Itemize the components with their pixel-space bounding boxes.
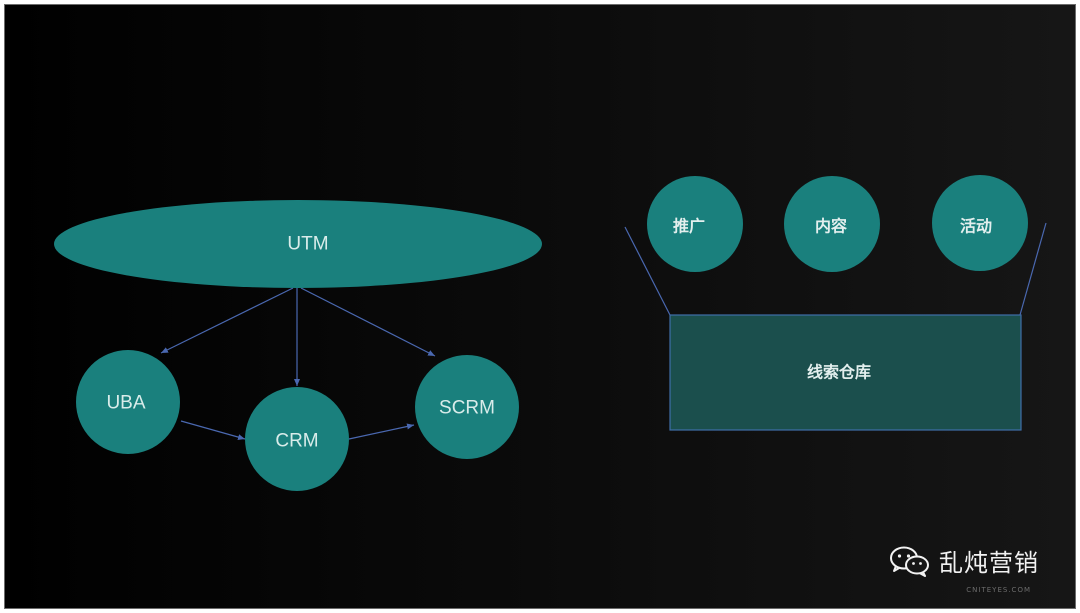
brand-signature: 乱炖营销: [889, 543, 1039, 578]
lead-warehouse-node: 线索仓库: [669, 314, 1022, 431]
activity-node: 活动: [932, 175, 1028, 271]
lead-warehouse-box: [669, 314, 1022, 431]
wechat-icon: [890, 546, 929, 577]
arrow-uba-to-crm: [180, 420, 246, 440]
funnel-right-line: [1019, 222, 1047, 316]
uba-node: UBA: [76, 350, 180, 454]
watermark-text: CNITEYES.COM: [966, 586, 1031, 594]
funnel-left-line: [624, 226, 671, 316]
content-node: 内容: [784, 176, 880, 272]
utm-ellipse: [54, 200, 542, 288]
lead-warehouse-label: 线索仓库: [807, 363, 871, 382]
uba-circle: [76, 350, 180, 454]
crm-circle: [245, 387, 349, 491]
promotion-node: 推广: [647, 176, 743, 272]
content-label: 内容: [815, 217, 847, 236]
arrow-utm-to-uba: [160, 287, 294, 354]
flow-diagram: UTM UBA CRM SCRM 推广 内容 活动: [54, 175, 1047, 491]
activity-label: 活动: [960, 217, 992, 236]
arrow-crm-to-scrm: [348, 423, 415, 440]
crm-node: CRM: [245, 387, 349, 491]
arrow-utm-to-scrm: [300, 287, 436, 357]
promotion-label: 推广: [673, 217, 705, 236]
utm-label: UTM: [287, 234, 328, 255]
promotion-circle: [647, 176, 743, 272]
uba-label: UBA: [106, 393, 145, 414]
content-circle: [784, 176, 880, 272]
crm-label: CRM: [275, 431, 318, 452]
scrm-circle: [415, 355, 519, 459]
activity-circle: [932, 175, 1028, 271]
scrm-label: SCRM: [439, 398, 495, 419]
scrm-node: SCRM: [415, 355, 519, 459]
slide-frame: UTM UBA CRM SCRM 推广 内容 活动: [4, 4, 1076, 609]
utm-node: UTM: [54, 200, 542, 288]
brand-name: 乱炖营销: [939, 549, 1039, 577]
